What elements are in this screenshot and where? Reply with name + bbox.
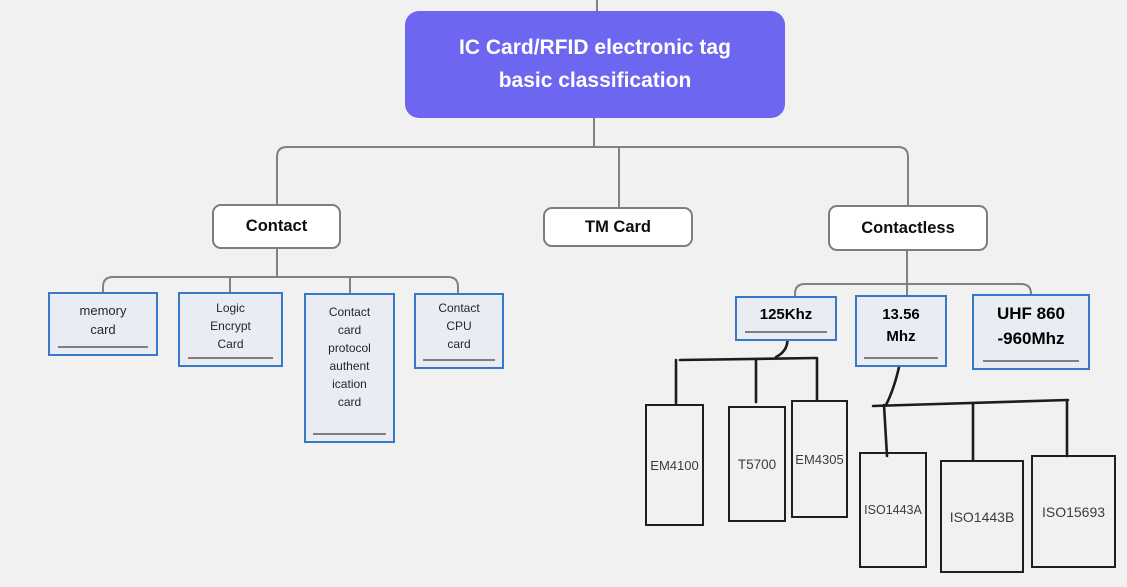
node-iso1443a-label: ISO1443A xyxy=(864,503,922,517)
node-em4100-label: EM4100 xyxy=(650,457,699,473)
node-tm-card-label: TM Card xyxy=(585,217,651,236)
node-memory-card: memory card xyxy=(48,292,158,356)
node-iso15693-label: ISO15693 xyxy=(1041,503,1106,520)
node-contact-cpu-card: Contact CPU card xyxy=(414,293,504,369)
node-iso1443b: ISO1443B xyxy=(940,460,1024,573)
node-t5700: T5700 xyxy=(728,406,786,522)
underline xyxy=(864,357,938,359)
node-logic-encrypt-card: Logic Encrypt Card xyxy=(178,292,283,367)
node-tm-card: TM Card xyxy=(543,207,693,247)
node-contact-protocol-card-label: Contact card protocol authent ication ca… xyxy=(328,305,371,409)
node-13-56mhz-label: 13.56 Mhz xyxy=(882,306,920,345)
node-logic-encrypt-card-label: Logic Encrypt Card xyxy=(210,300,251,351)
underline xyxy=(188,357,273,359)
underline xyxy=(744,331,828,333)
connector-level2-bracket xyxy=(276,146,909,206)
node-root: IC Card/RFID electronic tag basic classi… xyxy=(405,11,785,118)
underline xyxy=(983,360,1079,362)
node-iso15693: ISO15693 xyxy=(1031,455,1116,568)
underline xyxy=(422,359,496,361)
node-em4305-label: EM4305 xyxy=(795,451,844,467)
connector-contact-children-bracket xyxy=(102,276,459,303)
node-contact-protocol-card: Contact card protocol authent ication ca… xyxy=(304,293,395,443)
underline xyxy=(58,346,148,348)
node-uhf-860-960mhz-label: UHF 860 -960Mhz xyxy=(996,304,1066,348)
node-contact-cpu-card-label: Contact CPU card xyxy=(438,301,480,351)
underline xyxy=(312,433,387,435)
node-13-56mhz: 13.56 Mhz xyxy=(855,295,947,367)
node-125khz: 125Khz xyxy=(735,296,837,341)
connector-iso1443a-drop xyxy=(882,403,889,458)
connector-freq-bracket xyxy=(794,283,1032,305)
node-iso1443b-label: ISO1443B xyxy=(949,508,1015,525)
node-contact-label: Contact xyxy=(245,217,308,235)
connector-iso-bracket xyxy=(871,398,1070,408)
node-em4305: EM4305 xyxy=(791,400,848,518)
node-em4100: EM4100 xyxy=(645,404,704,526)
node-125khz-label: 125Khz xyxy=(759,305,813,323)
node-contactless: Contactless xyxy=(828,205,988,251)
node-memory-card-label: memory card xyxy=(79,302,127,338)
node-contactless-label: Contactless xyxy=(861,218,955,237)
node-iso1443a: ISO1443A xyxy=(859,452,927,568)
node-t5700-label: T5700 xyxy=(737,456,777,472)
connector-em-bracket xyxy=(678,356,818,362)
node-root-label: IC Card/RFID electronic tag basic classi… xyxy=(459,35,731,92)
node-contact: Contact xyxy=(212,204,341,249)
node-uhf-860-960mhz: UHF 860 -960Mhz xyxy=(972,294,1090,370)
